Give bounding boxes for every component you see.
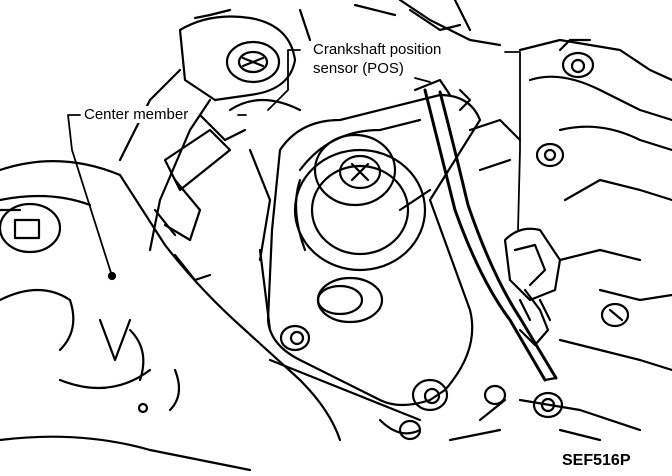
crankshaft-sensor-label-line1: Crankshaft position <box>311 41 444 58</box>
harness-connector <box>503 227 562 347</box>
center-member-label: Center member <box>82 106 191 123</box>
crankshaft-sensor-label-line2: sensor (POS) <box>311 60 406 77</box>
sensor-harness <box>413 78 558 382</box>
center-member-leader <box>67 114 247 277</box>
left-bolt-boss <box>0 202 62 254</box>
frame-ribs <box>153 99 302 282</box>
figure-code: SEF516P <box>562 452 631 469</box>
crankshaft-sensor-leader <box>267 49 521 231</box>
crankshaft-hub <box>293 148 427 272</box>
sensor-bracket <box>258 93 482 422</box>
lower-components <box>378 418 602 442</box>
engine-block-right <box>468 38 672 432</box>
center-member-body <box>0 160 342 472</box>
upper-linkage <box>298 0 502 47</box>
